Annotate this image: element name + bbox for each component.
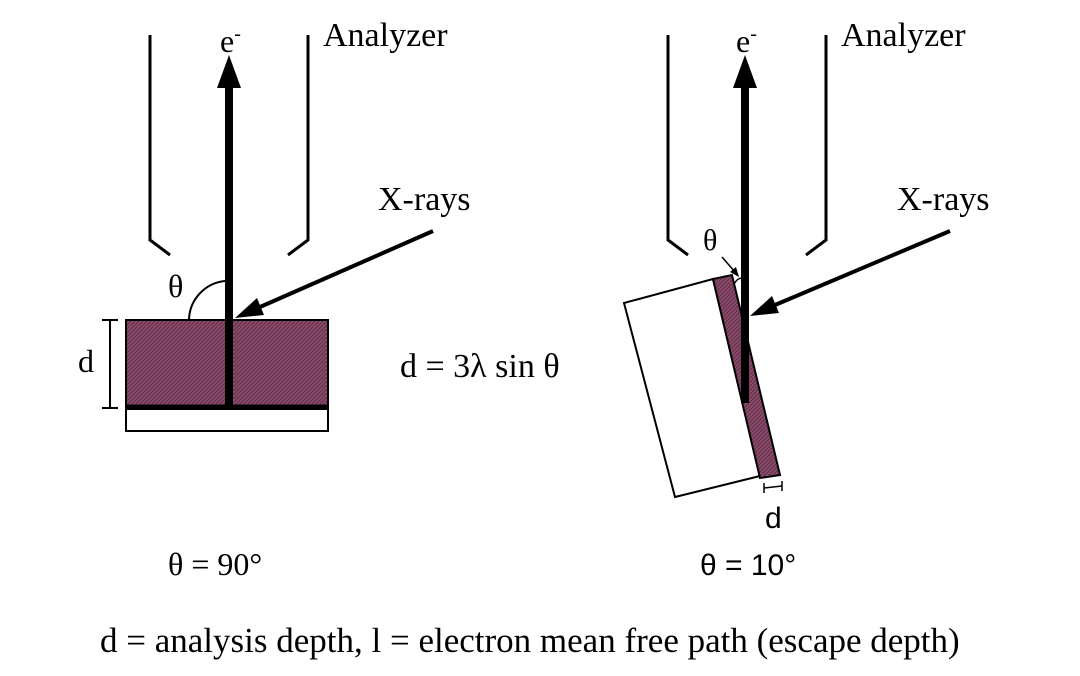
right-analyzer-label: Analyzer — [841, 17, 966, 54]
right-analyzer-right-wall — [805, 35, 828, 257]
left-xray-arrow-shaft — [259, 229, 434, 309]
right-electron-superscript: - — [750, 23, 757, 45]
right-electron-arrowhead — [733, 55, 757, 88]
left-electron-superscript: - — [234, 23, 241, 45]
footer-legend: d = analysis depth, l = electron mean fr… — [100, 621, 960, 660]
svg-text:e-: e- — [736, 23, 757, 59]
depth-formula: d = 3λ sin θ — [400, 348, 560, 385]
left-caption: θ = 90° — [168, 546, 262, 582]
right-caption: θ = 10° — [700, 549, 796, 582]
right-electron-label: e — [736, 23, 750, 59]
left-depth-label: d — [78, 343, 94, 379]
svg-text:e-: e- — [220, 23, 241, 59]
left-xray-arrowhead — [235, 298, 264, 318]
right-xray-label: X-rays — [897, 181, 990, 218]
left-analyzer-label: Analyzer — [323, 17, 448, 54]
left-analyzer-left-wall — [148, 35, 171, 257]
right-depth-bracket — [763, 485, 783, 489]
right-theta-pointer — [721, 256, 736, 273]
right-xray-arrow-shaft — [774, 229, 951, 307]
right-theta-label: θ — [703, 224, 717, 257]
right-panel: Analyzer e- X-rays θ d θ = 10° — [622, 17, 990, 582]
left-substrate — [125, 408, 329, 432]
left-analyzer-right-wall — [287, 35, 310, 257]
right-xray-arrowhead — [750, 296, 779, 316]
left-theta-arc — [188, 280, 226, 320]
left-theta-label: θ — [168, 268, 183, 304]
left-xray-label: X-rays — [378, 181, 471, 218]
left-electron-label: e — [220, 23, 234, 59]
left-panel: Analyzer e- X-rays θ d θ = 90° — [78, 17, 471, 582]
left-electron-arrowhead — [217, 55, 241, 88]
right-analyzer-left-wall — [666, 35, 689, 257]
right-depth-label: d — [765, 502, 782, 535]
right-theta-arc — [734, 277, 743, 284]
